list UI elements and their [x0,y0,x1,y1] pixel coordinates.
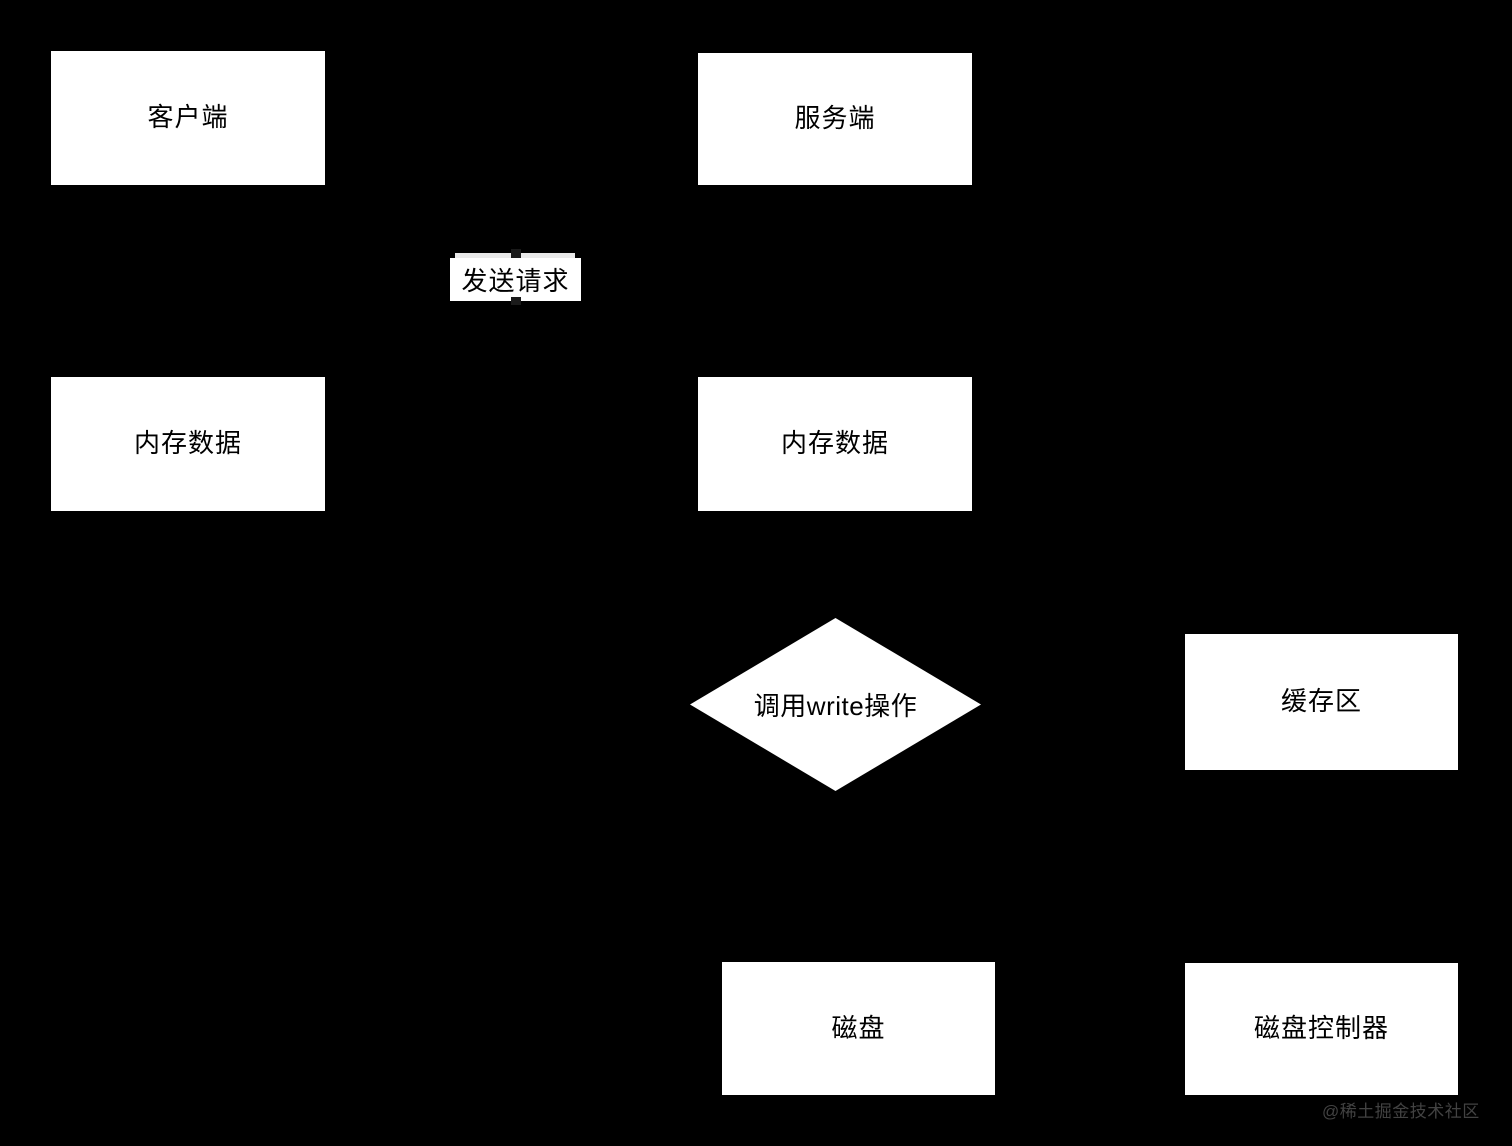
edge-connector-tick-top [511,249,521,259]
node-disk-label: 磁盘 [831,1012,886,1043]
node-server-memory-label: 内存数据 [780,428,889,459]
node-server[interactable]: 服务端 [697,52,973,186]
node-buffer[interactable]: 缓存区 [1184,633,1459,771]
node-client[interactable]: 客户端 [50,50,326,186]
node-server-label: 服务端 [794,103,876,134]
edge-label-send-request[interactable]: 发送请求 [450,258,581,301]
node-buffer-label: 缓存区 [1280,686,1362,717]
node-write-call-label: 调用write操作 [753,691,918,721]
edge-connector-tick-bottom [511,297,521,305]
watermark: @稀土掘金技术社区 [1322,1102,1480,1121]
node-disk[interactable]: 磁盘 [721,961,996,1096]
edge-label-send-request-text: 发送请求 [461,266,570,296]
node-client-label: 客户端 [147,102,229,133]
node-client-memory-label: 内存数据 [133,428,242,459]
node-client-memory[interactable]: 内存数据 [50,376,326,512]
node-server-memory[interactable]: 内存数据 [697,376,973,512]
node-disk-controller-label: 磁盘控制器 [1253,1013,1389,1044]
node-write-call[interactable]: 调用write操作 [690,618,981,791]
node-disk-controller[interactable]: 磁盘控制器 [1184,962,1459,1096]
